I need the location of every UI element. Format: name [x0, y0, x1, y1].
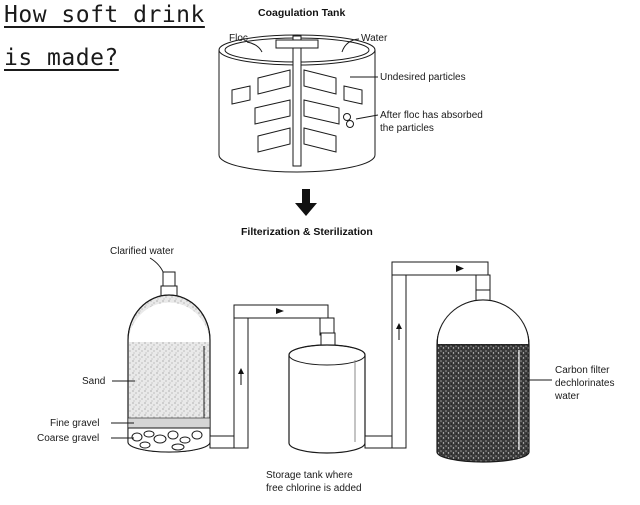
label-floc: Floc [229, 33, 248, 44]
label-water: Water [361, 33, 388, 44]
pipe-sand-to-storage [209, 304, 335, 449]
label-coarse-gravel: Coarse gravel [37, 433, 99, 444]
coagulation-tank-title: Coagulation Tank [258, 7, 345, 19]
label-carbon-filter-3: water [554, 391, 580, 402]
page-title-line-2: is made? [4, 45, 119, 71]
process-step-label: Filterization & Sterilization [241, 226, 373, 238]
label-carbon-filter-2: dechlorinates [555, 378, 614, 389]
label-after-floc-1: After floc has absorbed [380, 110, 483, 121]
carbon-filter-tank: Carbon filter dechlorinates water [436, 289, 614, 463]
label-storage-tank-1: Storage tank where [266, 470, 353, 481]
label-undesired-particles: Undesired particles [380, 72, 466, 83]
label-after-floc-2: the particles [380, 123, 434, 134]
storage-tank: Storage tank where free chlorine is adde… [266, 332, 366, 494]
coagulation-tank: Coagulation Tank Floc [218, 7, 483, 173]
page-title-line-1: How soft drink [4, 2, 205, 28]
sand-filter-tank: Clarified water [37, 246, 211, 453]
label-carbon-filter-1: Carbon filter [555, 365, 610, 376]
label-fine-gravel: Fine gravel [50, 418, 99, 429]
down-arrow-icon [295, 189, 317, 216]
pipe-storage-to-carbon [364, 261, 491, 449]
label-storage-tank-2: free chlorine is added [266, 483, 362, 494]
label-clarified-water: Clarified water [110, 246, 175, 257]
label-sand: Sand [82, 376, 105, 387]
